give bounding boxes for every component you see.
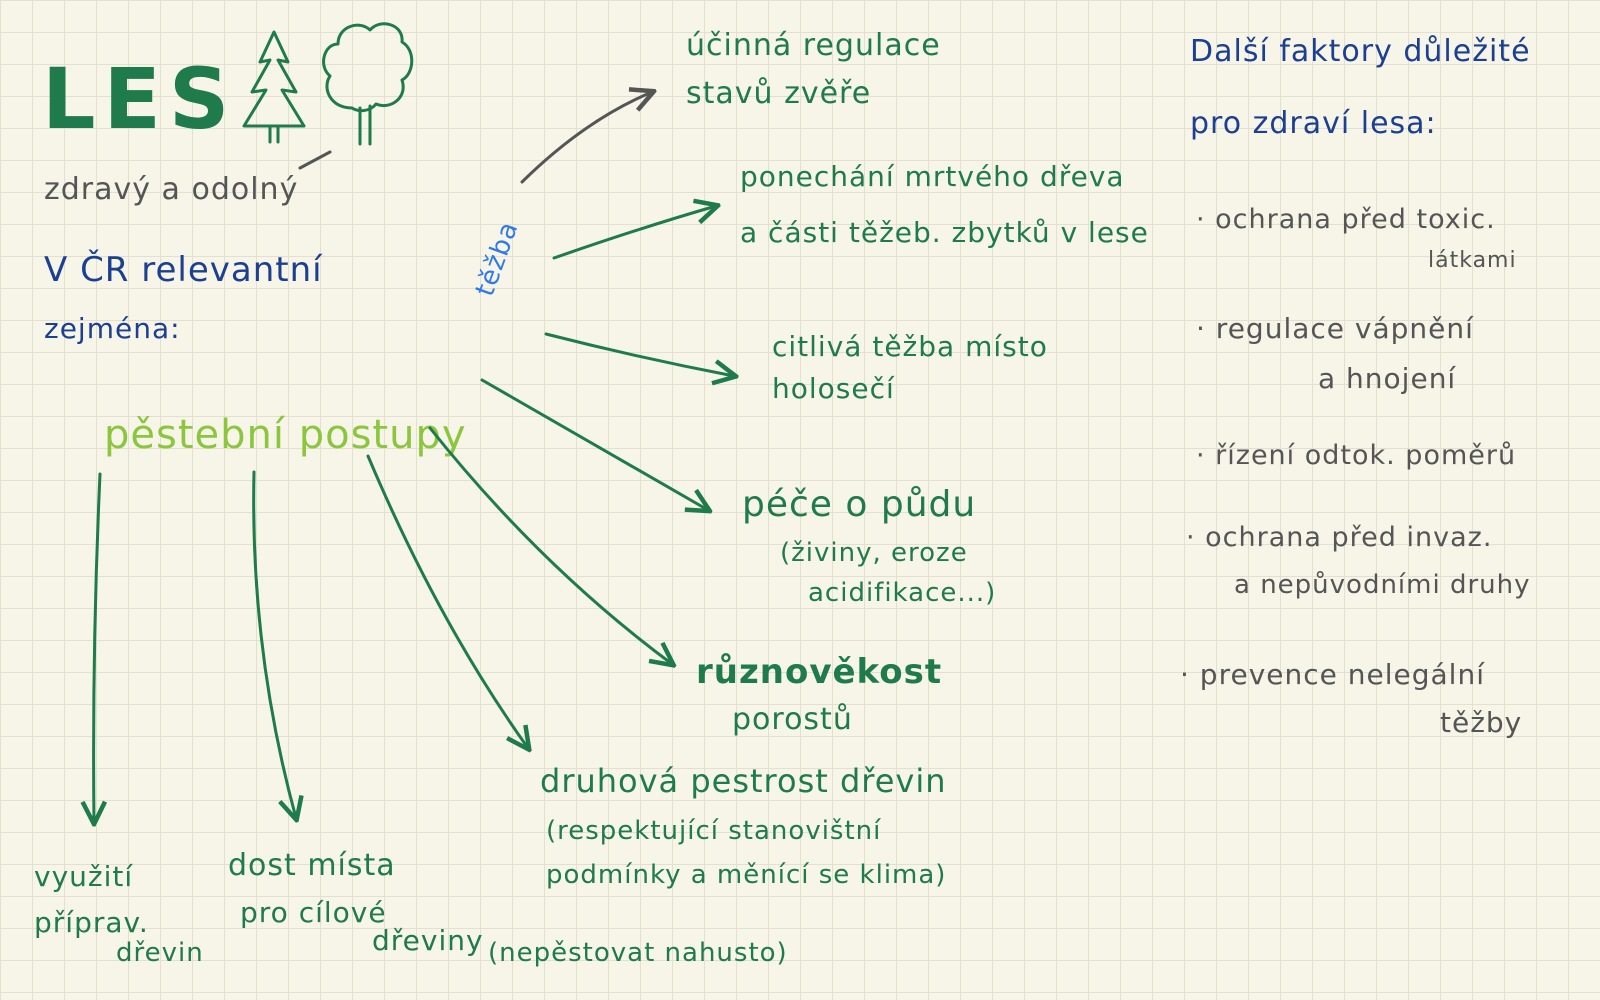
arrow-to-regulace-zvere xyxy=(520,92,652,184)
arrow-to-mrtve-drevo xyxy=(552,206,716,260)
arrow-to-pece-o-pudu xyxy=(480,378,708,510)
arrow-to-vyuziti xyxy=(94,472,100,822)
regulace-zvere-line-2: stavů zvěře xyxy=(686,76,872,111)
factor-item-1-line-1: · ochrana před toxic. xyxy=(1196,204,1496,235)
regulace-zvere-line-1: účinná regulace xyxy=(686,28,941,63)
factor-item-2-line-2: a hnojení xyxy=(1318,362,1457,395)
conifer-tree-icon xyxy=(242,30,306,144)
factor-item-5-line-1: · prevence nelegální xyxy=(1180,658,1485,691)
citliva-tezba-line-2: holosečí xyxy=(772,372,895,405)
factors-heading-line-1: Další faktory důležité xyxy=(1190,34,1531,69)
arrow-to-dost-mista xyxy=(252,470,296,818)
vyuziti-line-2: příprav. xyxy=(34,906,149,939)
zejmena-label: zejména: xyxy=(44,312,181,345)
vyuziti-line-1: využití xyxy=(34,860,134,893)
pestebni-postupy-node: pěstební postupy xyxy=(104,412,467,458)
ruznovekost-line-2: porostů xyxy=(732,702,853,737)
druhova-pestrost-line-2: (respektující stanovištní xyxy=(546,816,882,846)
pece-o-pudu-line-2: (živiny, eroze xyxy=(780,538,968,568)
vyuziti-line-3: dřevin xyxy=(116,938,204,968)
relevant-label: V ČR relevantní xyxy=(44,250,323,290)
mrtve-drevo-line-2: a části těžeb. zbytků v lese xyxy=(740,216,1149,249)
arrow-to-druhova-pestrost xyxy=(366,454,528,748)
page-title: LES xyxy=(42,50,238,148)
factor-item-5-line-2: těžby xyxy=(1440,706,1523,739)
factors-heading-line-2: pro zdraví lesa: xyxy=(1190,106,1437,141)
pece-o-pudu-line-3: acidifikace...) xyxy=(808,578,997,608)
dost-mista-line-1: dost místa xyxy=(228,848,396,883)
mrtve-drevo-line-1: ponechání mrtvého dřeva xyxy=(740,160,1125,193)
dost-mista-line-2: pro cílové xyxy=(240,896,387,929)
factor-item-2-line-1: · regulace vápnění xyxy=(1196,312,1474,345)
arrow-to-citliva-tezba xyxy=(544,332,734,376)
subtitle: zdravý a odolný xyxy=(44,172,299,207)
ruznovekost-line-1: různověkost xyxy=(696,652,943,692)
dost-mista-line-3: dřeviny xyxy=(372,924,484,957)
factor-item-1-line-2: látkami xyxy=(1428,248,1517,273)
pece-o-pudu-line-1: péče o půdu xyxy=(742,484,977,525)
deciduous-tree-icon xyxy=(322,22,414,146)
nepestovat-note: (nepěstovat nahusto) xyxy=(488,938,788,968)
arrow-to-ruznovekost xyxy=(428,426,672,664)
factor-item-3-line-1: · řízení odtok. poměrů xyxy=(1196,440,1517,471)
factor-item-4-line-2: a nepůvodními druhy xyxy=(1234,570,1531,600)
factor-item-4-line-1: · ochrana před invaz. xyxy=(1186,522,1493,553)
druhova-pestrost-line-1: druhová pestrost dřevin xyxy=(540,762,947,800)
citliva-tezba-line-1: citlivá těžba místo xyxy=(772,330,1048,363)
druhova-pestrost-line-3: podmínky a měnící se klima) xyxy=(546,860,947,890)
